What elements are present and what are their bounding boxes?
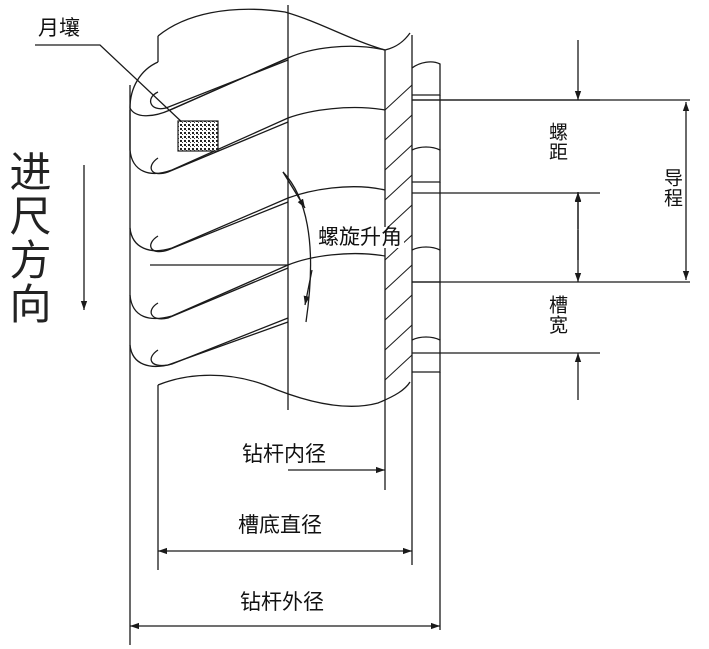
- label-rod-inner-diameter: 钻杆内径: [240, 442, 328, 466]
- soil-leader: [35, 44, 186, 126]
- label-helix-angle: 螺旋升角: [316, 225, 404, 249]
- label-rod-outer-diameter: 钻杆外径: [238, 590, 326, 614]
- top-break-line: [157, 8, 411, 51]
- label-soil: 月壤: [38, 16, 80, 40]
- soil-sample: [177, 120, 219, 152]
- bottom-break-line: [157, 374, 411, 408]
- label-feed-direction: 进尺方向: [3, 150, 52, 326]
- thread-profile-right: [411, 61, 441, 630]
- label-lead: 导程: [660, 168, 683, 208]
- helical-flights: [129, 45, 386, 368]
- label-groove-bottom-diameter: 槽底直径: [236, 513, 324, 537]
- helix-angle-arc: [282, 171, 312, 323]
- section-hatching: [384, 84, 413, 381]
- label-groove-width: 槽宽: [545, 295, 568, 335]
- label-pitch: 螺距: [545, 122, 568, 162]
